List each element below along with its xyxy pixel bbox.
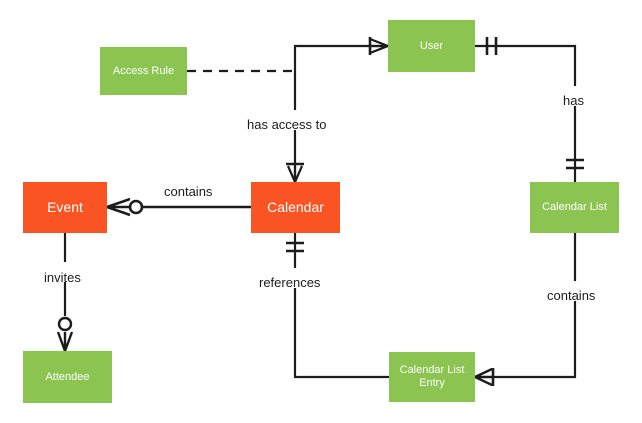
entity-event[interactable]: Event	[23, 182, 107, 233]
entity-calendar[interactable]: Calendar	[251, 182, 340, 233]
entity-label-user: User	[419, 39, 444, 52]
connector-event-invites-attendee	[56, 233, 74, 352]
connector-calendar-references-entry	[286, 233, 389, 379]
relationship-label-references: references	[259, 275, 321, 290]
entity-label-calendar-list: Calendar List	[542, 201, 607, 214]
entity-label-calendar: Calendar	[267, 199, 324, 216]
relationship-label-contains-event: contains	[164, 184, 213, 199]
connector-user-has-calendar-list	[475, 37, 584, 182]
entity-label-access-rule: Access Rule	[112, 64, 175, 77]
connector-calendar-contains-event	[106, 197, 251, 217]
entity-label-attendee: Attendee	[45, 370, 90, 383]
connector-calendar-list-contains-entry	[474, 233, 577, 387]
relationship-label-contains-list-entry: contains	[547, 288, 596, 303]
entity-user[interactable]: User	[388, 20, 475, 72]
relationship-label-has-access-to: has access to	[247, 117, 327, 132]
entity-label-event: Event	[47, 199, 83, 216]
entity-attendee[interactable]: Attendee	[23, 351, 112, 403]
entity-label-calendar-list-entry: Calendar List Entry	[399, 364, 465, 389]
connector-user-has-access-to-calendar	[286, 37, 389, 183]
relationship-label-has: has	[563, 93, 584, 108]
entity-calendar-list[interactable]: Calendar List	[530, 182, 619, 233]
relationship-label-invites: invites	[44, 270, 81, 285]
entity-access-rule[interactable]: Access Rule	[100, 47, 187, 95]
entity-calendar-list-entry[interactable]: Calendar List Entry	[389, 352, 475, 402]
